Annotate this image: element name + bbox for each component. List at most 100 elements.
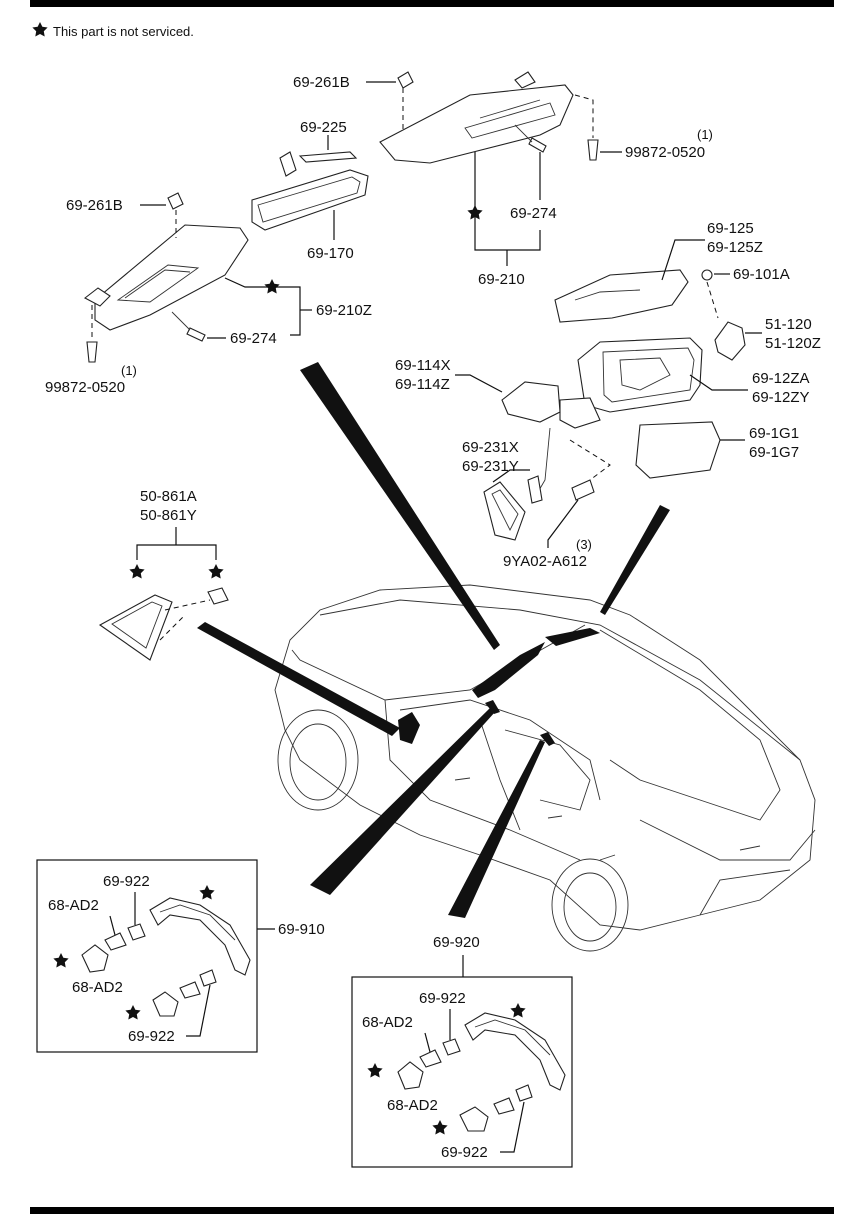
cap-icon bbox=[127, 923, 146, 941]
leader-dash bbox=[574, 94, 594, 138]
label-69-261b-top: 69-261B bbox=[293, 74, 350, 91]
leader-line bbox=[424, 1032, 431, 1053]
star-icon bbox=[264, 279, 280, 294]
visor-lamp-bulb bbox=[528, 137, 547, 153]
leader-line bbox=[492, 469, 530, 483]
leader-line bbox=[455, 374, 503, 393]
label-99872-left: 99872-0520 bbox=[45, 379, 125, 396]
leader-line bbox=[109, 915, 116, 936]
label-69-274-left: 69-274 bbox=[230, 330, 277, 347]
star-icon bbox=[125, 1005, 141, 1020]
pointer-trim bbox=[197, 622, 400, 736]
visor-lamp-bulb bbox=[186, 327, 206, 342]
legend-star-icon bbox=[32, 22, 48, 37]
legend-note: This part is not serviced. bbox=[53, 24, 194, 39]
label-68-ad2-a: 68-AD2 bbox=[48, 897, 99, 914]
label-69-101a: 69-101A bbox=[733, 266, 790, 283]
cap-icon bbox=[515, 1084, 533, 1102]
label-69-210: 69-210 bbox=[478, 271, 525, 288]
label-69-910: 69-910 bbox=[278, 921, 325, 938]
car-grip-highlight bbox=[540, 732, 555, 746]
star-icon bbox=[129, 564, 145, 579]
top-border bbox=[30, 0, 834, 7]
label-69-922-c: 69-922 bbox=[419, 990, 466, 1007]
clip-icon bbox=[179, 981, 201, 999]
label-50-861y: 50-861Y bbox=[140, 507, 197, 524]
clip-icon bbox=[493, 1097, 515, 1115]
label-69-231x: 69-231X bbox=[462, 439, 519, 456]
bottom-border bbox=[30, 1207, 834, 1214]
pointer-visor bbox=[300, 362, 500, 650]
leader-dash bbox=[159, 599, 211, 641]
pointer-mirror bbox=[600, 505, 670, 615]
leader-line bbox=[547, 499, 579, 548]
qty-3: (3) bbox=[576, 537, 592, 552]
connector-icon bbox=[527, 475, 543, 504]
mirror-cover bbox=[298, 151, 358, 163]
cap-icon bbox=[199, 969, 217, 987]
car-sunvisor-highlight bbox=[472, 642, 545, 698]
star-icon bbox=[510, 1003, 526, 1018]
star-icon bbox=[367, 1063, 383, 1078]
clip-icon bbox=[701, 269, 713, 281]
assist-grip-rear bbox=[464, 1012, 566, 1091]
door-mirror-cap bbox=[554, 269, 689, 323]
grip-cover-icon bbox=[459, 1106, 489, 1132]
car-body bbox=[274, 584, 816, 952]
box-69-920 bbox=[351, 976, 573, 1168]
bracket-50-861 bbox=[136, 527, 217, 560]
clip-icon bbox=[419, 1049, 442, 1068]
screw-icon bbox=[86, 341, 98, 363]
label-69-922-b: 69-922 bbox=[128, 1028, 175, 1045]
cap-icon bbox=[442, 1038, 461, 1056]
label-69-170: 69-170 bbox=[307, 245, 354, 262]
leader-dash bbox=[706, 281, 719, 319]
label-69-114z: 69-114Z bbox=[395, 376, 450, 393]
visor-clip-left bbox=[167, 192, 184, 210]
label-68-ad2-c: 68-AD2 bbox=[362, 1014, 413, 1031]
screw-icon bbox=[587, 139, 599, 161]
inner-rearview-mirror bbox=[251, 151, 369, 231]
leader-line bbox=[500, 1101, 525, 1153]
harness-wire bbox=[537, 427, 551, 493]
label-50-861a: 50-861A bbox=[140, 488, 197, 505]
label-69-1g1: 69-1G1 bbox=[749, 425, 799, 442]
star-icon bbox=[208, 564, 224, 579]
qty-top: (1) bbox=[697, 127, 713, 142]
leader-line bbox=[661, 239, 705, 281]
car-mirror-highlight bbox=[545, 628, 600, 646]
label-69-125z: 69-125Z bbox=[707, 239, 763, 256]
label-69-261b-left: 69-261B bbox=[66, 197, 123, 214]
grip-cover-icon bbox=[152, 991, 179, 1017]
label-69-922-d: 69-922 bbox=[441, 1144, 488, 1161]
car-door-mirror-highlight bbox=[398, 712, 420, 744]
car-grip-highlight bbox=[485, 700, 500, 714]
sun-visor-right bbox=[379, 71, 574, 164]
label-69-125: 69-125 bbox=[707, 220, 754, 237]
label-51-120: 51-120 bbox=[765, 316, 812, 333]
star-icon bbox=[53, 953, 69, 968]
label-68-ad2-b: 68-AD2 bbox=[72, 979, 123, 996]
harness-cover bbox=[483, 481, 526, 541]
corner-trim bbox=[98, 594, 173, 661]
label-69-922-a: 69-922 bbox=[103, 873, 150, 890]
grip-cover-icon bbox=[81, 944, 109, 973]
label-69-231y: 69-231Y bbox=[462, 458, 519, 475]
leader-dash bbox=[569, 439, 611, 481]
label-51-120z: 51-120Z bbox=[765, 335, 821, 352]
label-69-114x: 69-114X bbox=[395, 357, 451, 374]
clip-icon bbox=[207, 587, 229, 605]
bolt-icon bbox=[571, 479, 595, 501]
leader-line bbox=[186, 984, 211, 1037]
qty-left: (1) bbox=[121, 363, 137, 378]
assist-grip-front bbox=[149, 897, 251, 976]
label-69-1g7: 69-1G7 bbox=[749, 444, 799, 461]
pointer-grip-front bbox=[310, 708, 495, 895]
leader-line bbox=[689, 374, 748, 391]
label-69-920: 69-920 bbox=[433, 934, 480, 951]
star-icon bbox=[432, 1120, 448, 1135]
label-68-ad2-d: 68-AD2 bbox=[387, 1097, 438, 1114]
bracket-69-210 bbox=[474, 152, 541, 251]
visor-clip-top bbox=[397, 71, 414, 89]
